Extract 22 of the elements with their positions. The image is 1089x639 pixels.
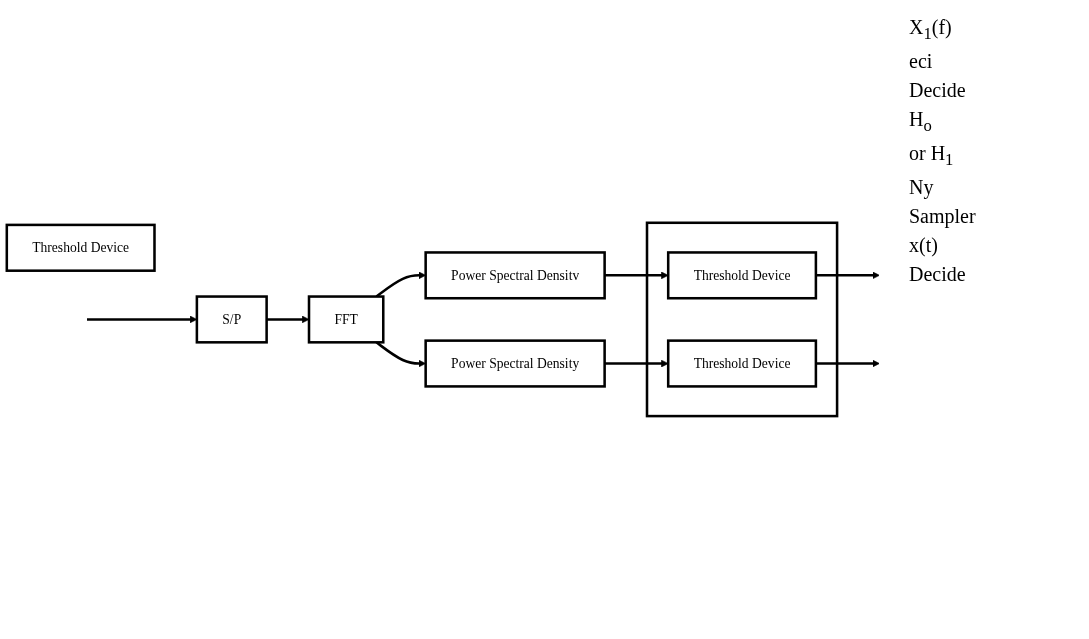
text-label: X$_{1}$(f) <box>909 16 953 44</box>
text-label: or H$_{1}$ <box>909 142 955 170</box>
text-label: Ny <box>909 176 935 199</box>
text-label: Decide <box>909 263 967 286</box>
node-box: FFT <box>307 295 385 344</box>
node-box: Power Spectral Density <box>424 339 606 388</box>
node-box: S/P <box>195 295 268 344</box>
arrow <box>266 315 310 324</box>
node-box: Threshold Device <box>666 251 818 300</box>
text-label: H$_{o}$ <box>909 108 933 136</box>
cluster <box>645 221 839 418</box>
arrow <box>815 271 880 280</box>
text-label: Decide <box>909 79 967 102</box>
text-label: Sampler <box>909 205 977 228</box>
node-box: Threshold Device <box>5 223 156 272</box>
text-label: x(t) <box>909 234 939 257</box>
arrow <box>815 359 880 368</box>
arrow <box>604 359 669 368</box>
node-box: Power Spectral Densitv <box>424 251 606 300</box>
arrow <box>604 271 669 280</box>
node-box: Threshold Device <box>666 339 818 388</box>
text-label: eci <box>909 50 934 73</box>
